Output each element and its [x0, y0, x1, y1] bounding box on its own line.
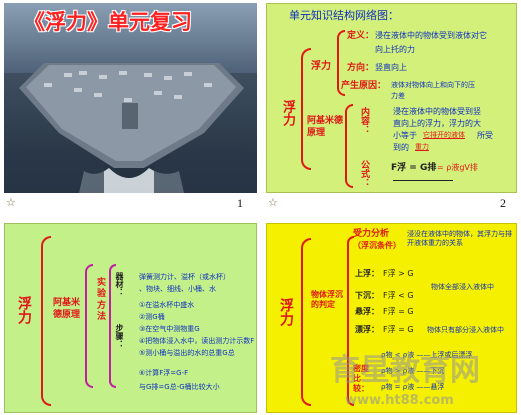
slide-2-heading: 单元知识结构网络图：	[289, 9, 399, 22]
equipment-text-2: 、物块、细线、小桶、水	[139, 285, 216, 293]
slide-3-method-brace	[109, 264, 116, 388]
cause-label: 产生原因：	[341, 81, 387, 91]
slide-2-notes-icon[interactable]: ☆	[268, 196, 278, 209]
steps-label: 步骤：	[115, 324, 124, 348]
slide-2-branch-archimedes: 阿基米德原理	[307, 116, 344, 138]
formula-main: F浮 = G排	[391, 163, 437, 173]
content-label: 内容：	[359, 107, 369, 134]
cause-text-1: 液体对物体向上和向下的压	[391, 81, 475, 89]
force-analysis-label: 受力分析	[353, 229, 390, 239]
step-3: ③在空气中测物重G	[139, 325, 200, 333]
density-compare-label: 密度比较：	[353, 364, 369, 393]
dir-text: 竖直向上	[375, 63, 407, 72]
slide-4-root: 浮力	[278, 298, 294, 326]
content-text-2: 直向上的浮力，浮力的大	[393, 119, 481, 128]
slide-2-thumbnail[interactable]: 单元知识结构网络图： 浮力 浮力 定义： 浸在液体中的物体受到液体对它 向上托的…	[266, 3, 517, 193]
slide-2-root: 浮力	[280, 100, 295, 126]
step-7: 与G排=G总-G桶比较大小	[139, 383, 220, 391]
floating-label: 漂浮：	[355, 325, 379, 334]
equipment-text-1: 弹簧测力计、溢杯（或水杯）	[139, 273, 230, 281]
content-highlight-1: 它排开的液体	[423, 131, 465, 139]
suspend-label: 悬浮：	[355, 307, 379, 316]
exp-method-label: 实验方法	[97, 278, 107, 322]
step-1: ①在溢水杯中盛水	[139, 301, 195, 309]
slide-1-notes-icon[interactable]: ☆	[6, 196, 16, 209]
equipment-label: 器材：	[115, 272, 124, 296]
slide-3-branch-brace	[85, 264, 93, 388]
suspend-note: 物体全部浸入液体中	[431, 283, 494, 291]
def-text-1: 浸在液体中的物体受到液体对它	[375, 31, 487, 40]
slide-2-page-number: 2	[500, 196, 506, 210]
slide-3-root-brace	[41, 236, 51, 406]
sink-label: 下沉：	[355, 291, 379, 300]
content-text-4: 所受	[477, 131, 493, 140]
slide-2-archimedes-brace	[345, 104, 353, 188]
formula-density: = ρ液gV排	[437, 163, 478, 172]
density-row-2: ρ物 > ρ液 ——下沉	[381, 367, 445, 375]
sink-expr: F浮 < G	[383, 291, 414, 300]
content-highlight-2: 重力	[415, 143, 429, 151]
float-up-expr: F浮 > G	[383, 269, 414, 278]
force-analysis-text: 浸没在液体中的物体，其浮力与排开液体重力的关系	[407, 230, 512, 248]
def-label: 定义：	[347, 31, 375, 41]
content-text-3: 小等于	[393, 131, 417, 140]
step-4: ④把物体浸入水中，读出测力计示数F	[139, 337, 255, 345]
float-up-label: 上浮：	[355, 269, 379, 278]
formula-label: 公式：	[359, 160, 369, 187]
slide-2-branch-buoyancy: 浮力	[311, 61, 331, 72]
slide-1-title: 《浮力》单元复习	[24, 9, 192, 34]
sink-float-note: （浮沉条件）	[353, 241, 401, 250]
slide-4-branch: 物体浮沉的判定	[311, 290, 343, 310]
content-text-1: 浸在液体中的物体受到竖	[393, 107, 481, 116]
step-5: ⑤测小桶与溢出的水的总重G总	[139, 349, 235, 357]
step-6: ⑥计算F浮=G-F	[139, 369, 189, 377]
content-text-5: 到的	[393, 143, 409, 152]
aircraft-carrier-photo	[4, 3, 257, 193]
step-2: ②测G桶	[139, 313, 165, 321]
slide-4-root-brace	[301, 238, 311, 406]
watermark-site-name: 育星教育网	[330, 353, 480, 388]
slide-3-root: 浮力	[16, 296, 32, 324]
slide-2-branch-brace	[337, 30, 345, 96]
dir-label: 方向：	[347, 63, 375, 73]
slide-1-thumbnail[interactable]: 《浮力》单元复习	[4, 3, 257, 193]
cause-text-2: 力差	[391, 92, 405, 100]
suspend-expr: F浮 = G	[383, 307, 414, 316]
slide-2-root-brace	[301, 48, 311, 170]
floating-note: 物体只有部分浸入液体中	[427, 326, 504, 334]
def-text-2: 向上托的力	[375, 45, 415, 54]
density-row-1: ρ物 < ρ液 ——上浮或后漂浮	[381, 351, 473, 359]
slide-3-branch: 阿基米德原理	[53, 298, 81, 320]
slide-4-thumbnail[interactable]: 受力分析 （浮沉条件） 浸没在液体中的物体，其浮力与排开液体重力的关系 浮力 物…	[266, 223, 517, 413]
floating-expr: F浮 = G	[383, 325, 414, 334]
watermark-url: www.ht88.com	[345, 393, 454, 408]
slide-1-page-number: 1	[237, 196, 243, 210]
slide-4-branch-brace	[347, 236, 354, 406]
slide-3-thumbnail[interactable]: 浮力 阿基米德原理 实验方法 器材： 弹簧测力计、溢杯（或水杯） 、物块、细线、…	[4, 223, 257, 413]
density-row-3: ρ物 = ρ液 ——悬浮	[381, 383, 445, 391]
formula-blank-line	[393, 180, 453, 181]
